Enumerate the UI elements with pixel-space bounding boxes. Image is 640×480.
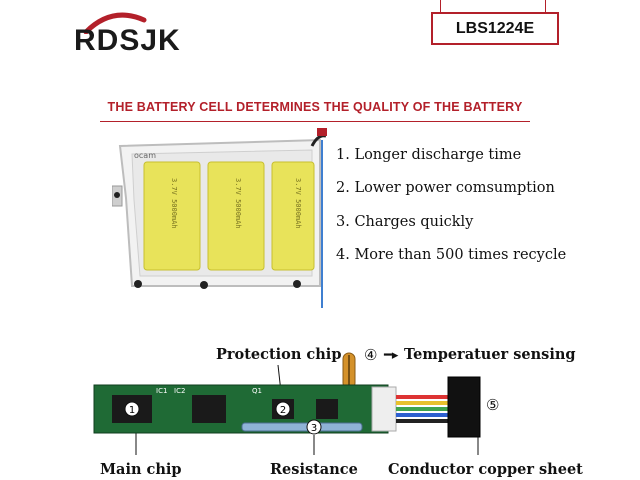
headline: THE BATTERY CELL DETERMINES THE QUALITY … (107, 100, 523, 114)
headline-rule (100, 121, 530, 122)
logo-text: RDSJK (74, 24, 181, 57)
marker-3: 3 (311, 423, 317, 434)
model-hanger-left (440, 0, 441, 12)
brand-logo: RDSJK (74, 12, 224, 70)
silk-label-q1: Q1 (252, 387, 262, 395)
marker-5: ⑤ (486, 396, 500, 414)
marker-4: ④ (364, 346, 378, 364)
battery-pack-image: ocam 3.7V 5000mAh 3.7V 5000mAh 3.7V 5000… (112, 128, 327, 308)
marker-2: 2 (280, 405, 286, 416)
feature-item-3: 3. Charges quickly (336, 214, 474, 230)
model-box: LBS1224E (431, 12, 559, 45)
label-main-chip: Main chip (100, 461, 182, 478)
marker-1: 1 (129, 405, 135, 416)
logo-swoosh-icon (83, 12, 147, 34)
silk-label-ic2: IC2 (174, 387, 185, 395)
feature-item-1: 1. Longer discharge time (336, 147, 522, 163)
label-protection-chip: Protection chip (216, 346, 342, 363)
silk-label-ic1: IC1 (156, 387, 167, 395)
feature-item-2: 2. Lower power comsumption (336, 180, 555, 196)
label-conductor-copper-sheet: Conductor copper sheet (388, 461, 583, 478)
cell-label-3: 3.7V 5000mAh (294, 178, 302, 229)
model-label: LBS1224E (455, 19, 535, 37)
label-temperature-sensing: Temperatuer sensing (404, 346, 576, 363)
battery-corner-label: ocam (134, 151, 156, 160)
protection-board-image: 1 2 3 IC1 IC2 Q1 (93, 352, 481, 455)
cell-label-2: 3.7V 5000mAh (234, 178, 242, 229)
model-hanger-right (545, 0, 546, 12)
feature-item-4: 4. More than 500 times recycle (336, 247, 567, 263)
arrow-icon: ━▸ (384, 348, 399, 363)
label-resistance: Resistance (270, 461, 358, 478)
cell-label-1: 3.7V 5000mAh (170, 178, 178, 229)
